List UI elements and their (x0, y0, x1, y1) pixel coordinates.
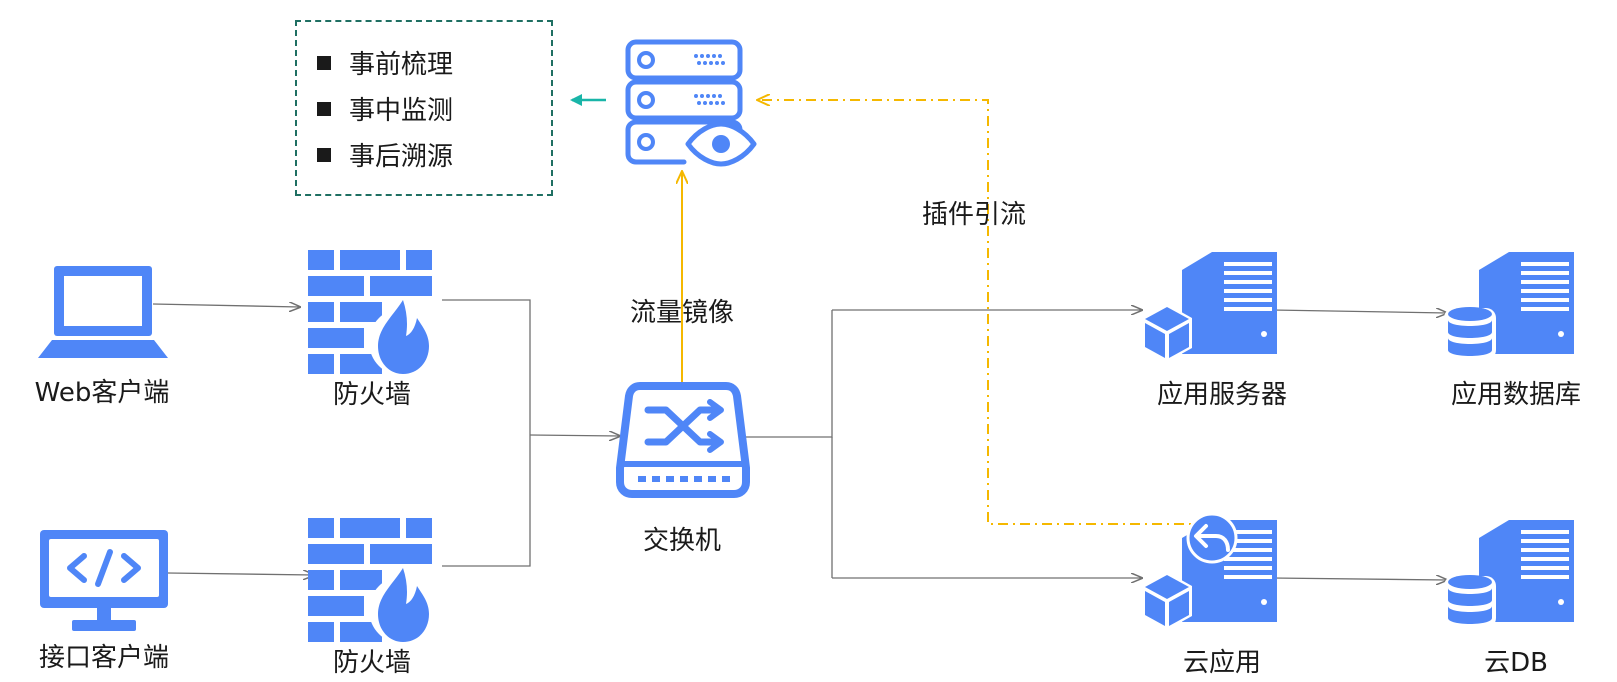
plugin-badge-icon (1186, 512, 1238, 564)
web-client-label: Web客户端 (34, 378, 170, 408)
edge-web-to-firewall (152, 304, 300, 307)
legend-box: 事前梳理 事中监测 事后溯源 (295, 20, 553, 196)
edge-switch-trunk (746, 310, 833, 438)
edge-plugin-diversion (758, 100, 1206, 525)
bullet-square-icon (317, 147, 331, 162)
edge-merge-to-switch (529, 435, 620, 436)
app-server-label: 应用服务器 (1156, 380, 1288, 410)
edge-app-server-to-db (1271, 310, 1447, 313)
connections (152, 299, 1447, 580)
edge-firewall-bottom-to-switch (442, 435, 531, 567)
bullet-square-icon (317, 101, 331, 116)
edge-firewall-top-to-switch (442, 299, 531, 435)
firewall-bottom-label: 防火墙 (332, 648, 412, 678)
cloud-db-label: 云DB (1484, 648, 1548, 678)
switch-label: 交换机 (642, 526, 722, 556)
api-client-label: 接口客户端 (38, 643, 170, 673)
database-server-icon (1444, 520, 1574, 628)
legend-item: 事中监测 (317, 90, 453, 127)
traffic-mirror-label: 流量镜像 (629, 298, 735, 328)
firewall-icon (308, 250, 437, 376)
legend-item-label: 事前梳理 (349, 50, 454, 80)
legend-item-label: 事中监测 (349, 96, 454, 126)
switch-icon (616, 382, 750, 498)
legend-item-label: 事后溯源 (349, 142, 454, 172)
app-server-icon (1142, 252, 1277, 362)
edge-api-to-firewall (167, 573, 314, 575)
legend-item: 事前梳理 (317, 44, 453, 81)
legend-item: 事后溯源 (317, 136, 453, 173)
app-database-label: 应用数据库 (1450, 380, 1582, 410)
edge-cloud-app-to-db (1271, 578, 1447, 580)
cloud-app-label: 云应用 (1182, 648, 1262, 678)
firewall-icon (308, 518, 437, 644)
bullet-square-icon (317, 55, 331, 70)
database-server-icon (1444, 252, 1574, 360)
firewall-top-label: 防火墙 (332, 380, 412, 410)
laptop-icon (38, 266, 168, 358)
monitor-code-icon (40, 530, 168, 631)
monitor-server-icon (625, 39, 757, 167)
plugin-diversion-label: 插件引流 (921, 200, 1027, 230)
